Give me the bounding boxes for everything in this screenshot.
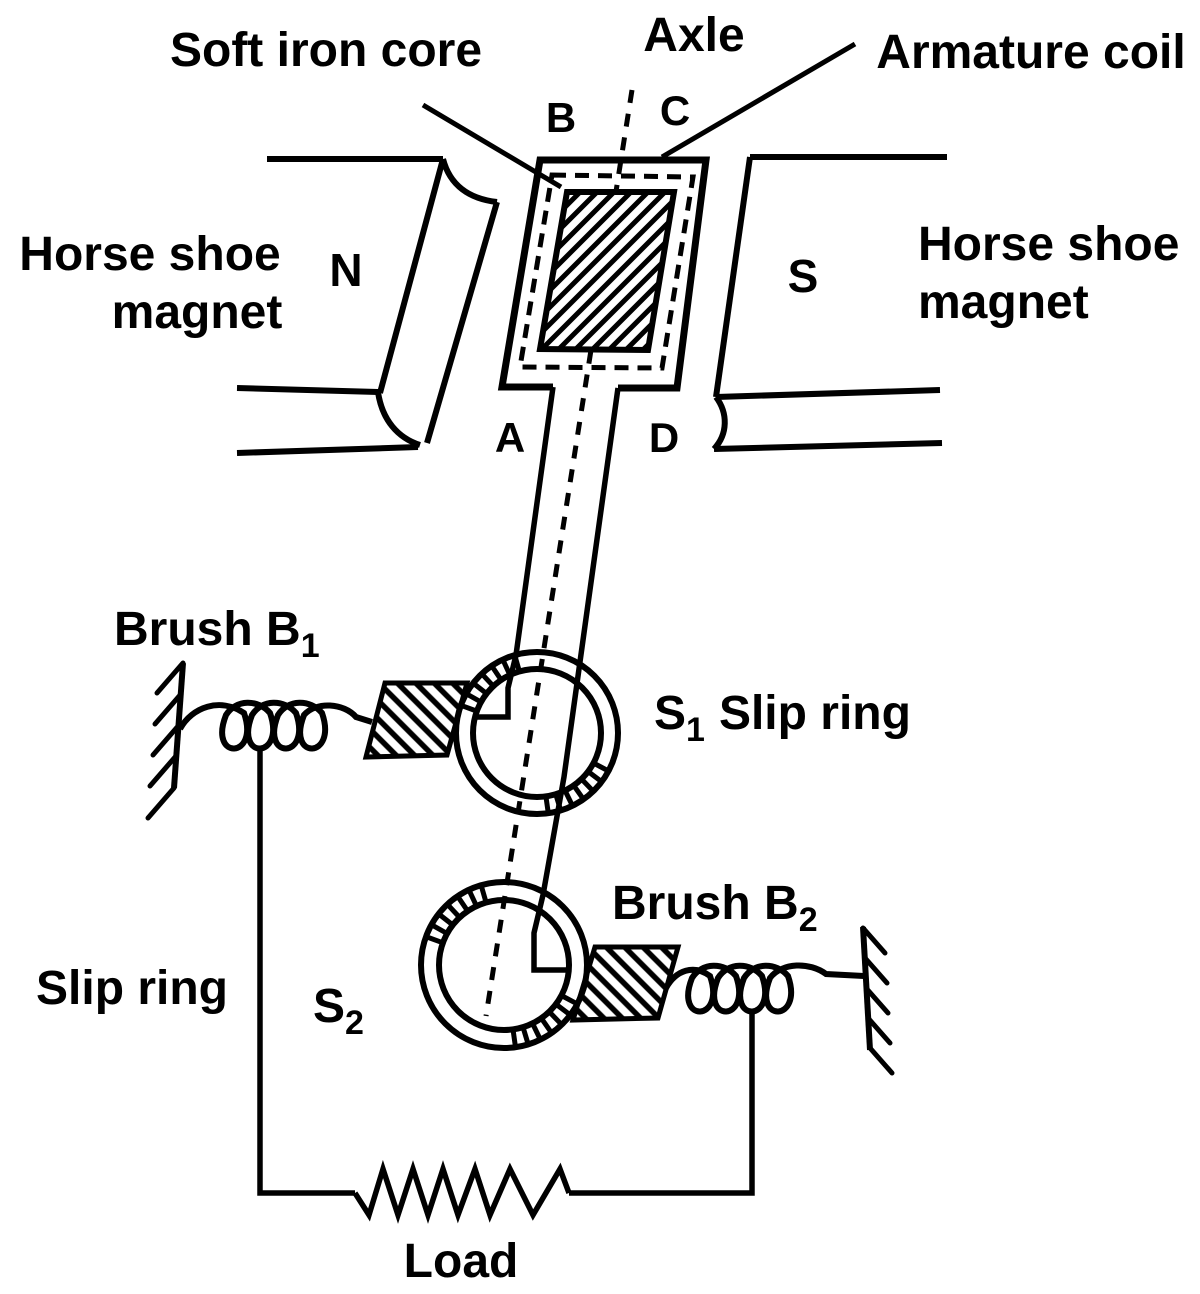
external-circuit xyxy=(257,749,755,1224)
brush-b1-block xyxy=(362,680,471,760)
label-corner-c: C xyxy=(660,87,690,134)
label-s2: S2 xyxy=(313,980,364,1042)
label-brush-b1: Brush B1 xyxy=(114,603,320,665)
load-resistor-zigzag xyxy=(352,1159,572,1224)
label-horseshoe-right-1: Horse shoe xyxy=(918,218,1179,271)
label-armature-coil: Armature coil xyxy=(876,26,1185,79)
brush-b1-spring xyxy=(177,699,373,752)
s1-ring-hatch-lower-right xyxy=(543,760,610,814)
label-s1-slip-ring: S1 Slip ring xyxy=(654,687,911,749)
armature-assembly xyxy=(421,41,857,1017)
label-brush-b1-sub: 1 xyxy=(301,627,320,665)
label-brush-b2: Brush B2 xyxy=(612,877,818,939)
horseshoe-magnet-right xyxy=(711,154,947,452)
label-s2-text: S xyxy=(313,980,345,1033)
label-soft-iron-core: Soft iron core xyxy=(170,24,482,77)
s2-outer-circle xyxy=(418,879,590,1051)
horseshoe-magnet-left xyxy=(236,156,500,456)
s2-ring-hatch-upper-left xyxy=(425,884,489,946)
magnet-left-pole-face-left xyxy=(377,158,446,394)
magnet-right-lower-edge xyxy=(713,440,943,452)
wall-b1-hatch-ticks xyxy=(145,660,186,821)
label-axle: Axle xyxy=(643,9,744,62)
s2-inner-circle xyxy=(436,897,572,1033)
label-brush-b2-sub: 2 xyxy=(799,901,818,939)
coil-wire-left xyxy=(477,386,556,720)
label-corner-a: A xyxy=(495,414,525,461)
slip-ring-s2 xyxy=(418,879,590,1051)
circuit-wire-right xyxy=(569,1012,755,1196)
wall-support-b1 xyxy=(145,660,186,821)
magnet-left-lower-edge xyxy=(236,444,419,456)
wall-b2-hatch-ticks xyxy=(860,925,895,1076)
s1-outer-circle xyxy=(453,649,621,817)
label-s1-sub: 1 xyxy=(686,711,705,749)
label-slip-ring-left: Slip ring xyxy=(36,962,228,1015)
magnet-right-bottom-edge xyxy=(715,387,941,400)
label-brush-b1-text: Brush B xyxy=(114,603,301,656)
magnet-right-pole-face xyxy=(713,156,753,398)
coil-lead-wires xyxy=(477,386,621,973)
slip-ring-s1 xyxy=(453,649,621,817)
label-s2-sub: 2 xyxy=(345,1004,364,1042)
magnet-left-pole-corner-curve xyxy=(440,158,498,205)
label-pole-s: S xyxy=(788,250,819,302)
label-brush-b2-text: Brush B xyxy=(612,877,799,930)
armature-coil-leader-line xyxy=(660,41,857,160)
s1-ring-hatch-upper-left xyxy=(460,654,522,714)
label-corner-d: D xyxy=(649,414,679,461)
armature-outline xyxy=(497,156,710,392)
magnet-left-bottom-edge xyxy=(236,385,379,395)
coil-wire-right xyxy=(531,387,621,973)
magnet-left-arm-end-curve xyxy=(375,391,422,448)
magnet-left-pole-face-right xyxy=(424,201,500,444)
label-load: Load xyxy=(404,1235,519,1288)
label-corner-b: B xyxy=(546,94,576,141)
brush-b2-spring xyxy=(663,962,865,1015)
armature-coil-dashed-outline xyxy=(517,172,696,371)
circuit-wire-left xyxy=(257,749,355,1196)
s2-ring-hatch-lower-right xyxy=(510,993,579,1048)
label-horseshoe-left-2: magnet xyxy=(112,286,283,339)
label-horseshoe-left-1: Horse shoe xyxy=(19,228,280,281)
label-pole-n: N xyxy=(329,244,362,296)
soft-iron-core-leader-line xyxy=(421,102,563,190)
magnet-right-arm-end-curve xyxy=(711,395,728,452)
label-horseshoe-right-2: magnet xyxy=(918,276,1089,329)
wall-support-b2 xyxy=(860,925,895,1076)
label-s1-rest: Slip ring xyxy=(719,687,911,740)
soft-iron-core-rect xyxy=(536,189,678,354)
label-s1-text: S xyxy=(654,687,686,740)
s1-inner-circle xyxy=(470,666,604,800)
